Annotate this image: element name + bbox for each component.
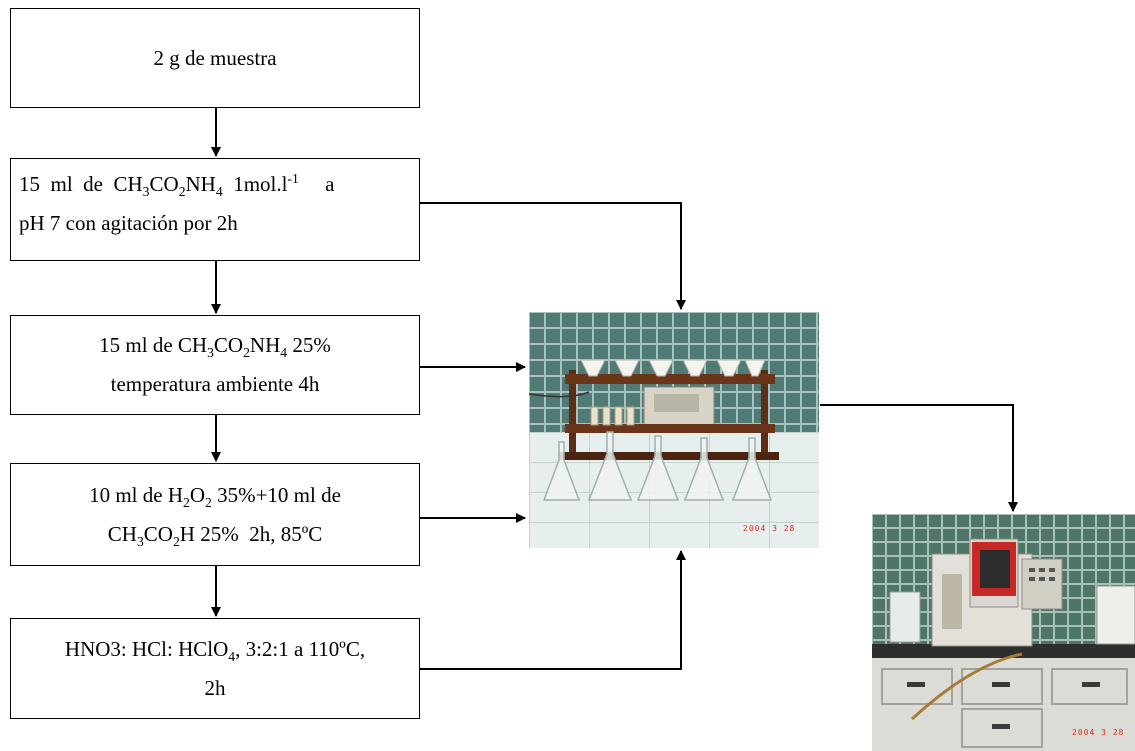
spectrometer-photo: 2004 3 28 xyxy=(872,514,1135,751)
step-1-text: 2 g de muestra xyxy=(153,45,277,70)
step-2-box: 15 ml de CH3CO2NH4 1mol.l-1 a pH 7 con a… xyxy=(10,158,420,261)
extraction-rack-photo: 2004 3 28 xyxy=(529,312,819,548)
step-1-box: 2 g de muestra xyxy=(10,8,420,108)
arrow-step5-photo xyxy=(420,550,686,670)
step-2-formula-line: 15 ml de CH3CO2NH4 1mol.l-1 a xyxy=(19,171,335,200)
step-5-box: HNO3: HCl: HClO4, 3:2:1 a 110ºC, 2h xyxy=(10,618,420,719)
step-5-formula-line: HNO3: HCl: HClO4, 3:2:1 a 110ºC, xyxy=(64,636,366,664)
photo-date-stamp: 2004 3 28 xyxy=(1072,728,1125,737)
step-3-text: temperatura ambiente 4h xyxy=(110,372,320,396)
step-3-box: 15 ml de CH3CO2NH4 25% temperatura ambie… xyxy=(10,315,420,415)
step-4-formula-line-2: CH3CO2H 25% 2h, 85ºC xyxy=(107,521,323,549)
step-4-formula-line-1: 10 ml de H2O2 35%+10 ml de xyxy=(89,482,341,510)
photo-date-stamp: 2004 3 28 xyxy=(743,524,796,533)
step-5-text: 2h xyxy=(204,675,226,700)
step-4-box: 10 ml de H2O2 35%+10 ml de CH3CO2H 25% 2… xyxy=(10,463,420,566)
arrow-photo-spectrometer xyxy=(820,404,1018,512)
step-2-text: pH 7 con agitación por 2h xyxy=(19,210,238,235)
step-3-formula-line: 15 ml de CH3CO2NH4 25% xyxy=(99,333,331,361)
arrow-step2-photo xyxy=(420,202,686,310)
